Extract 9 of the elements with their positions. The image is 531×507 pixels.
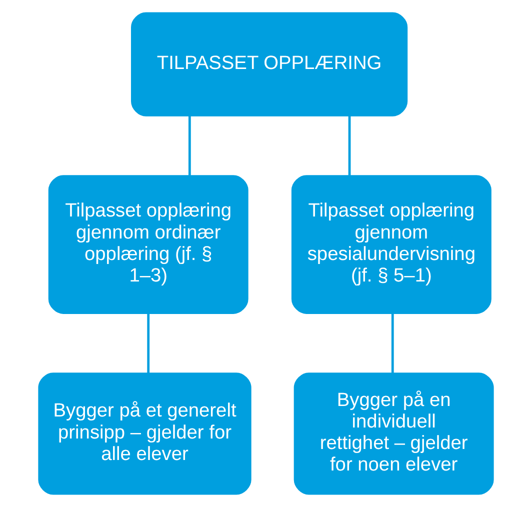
connector — [390, 314, 394, 374]
node-box: Tilpasset opplæring gjennom ordinær opplæring (jf. § 1–3) — [48, 175, 248, 314]
node-box: Bygger på en individuell rettighet – gjelder for noen elever — [293, 372, 494, 495]
connector — [146, 314, 150, 374]
connector — [188, 116, 190, 176]
connector — [348, 116, 350, 176]
node-box: Tilpasset opplæring gjennom spesialundervisning (jf. § 5–1) — [290, 175, 491, 314]
node-box: TILPASSET OPPLÆRING — [130, 12, 408, 116]
node-box: Bygger på et generelt prinsipp – gjelder for alle elever — [38, 372, 251, 495]
